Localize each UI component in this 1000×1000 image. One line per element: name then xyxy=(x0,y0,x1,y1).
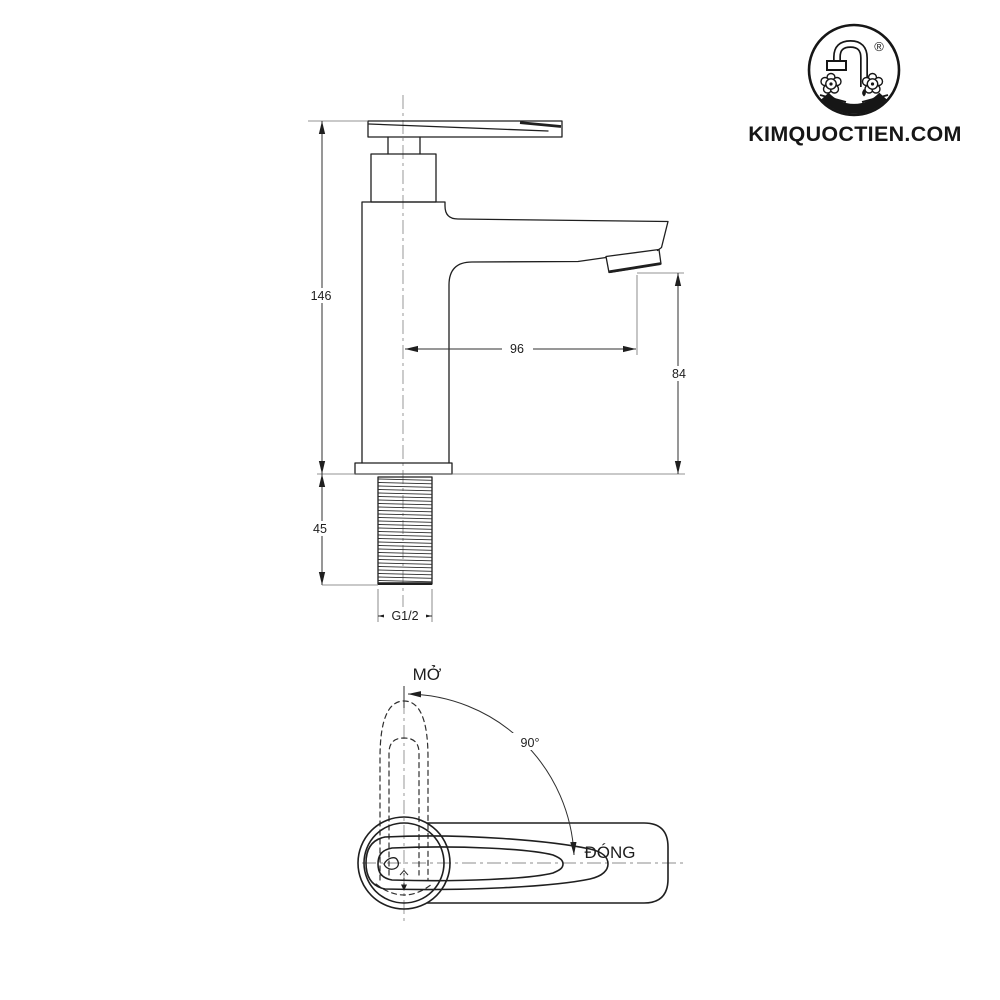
lever-inner-contour xyxy=(377,846,564,882)
pivot-center-marks xyxy=(383,857,409,891)
cartridge-block xyxy=(370,153,437,203)
faucet-side-view: 146 96 84 45 G1/2 xyxy=(303,95,694,623)
aerator-icon xyxy=(826,60,847,71)
base-flange xyxy=(354,462,453,475)
brand-logo: ® KIMQUOCTIEN.COM xyxy=(748,23,962,146)
dim-label-spout-reach: 96 xyxy=(510,342,524,356)
dim-label-total-height: 146 xyxy=(311,289,332,303)
brand-website-text: KIMQUOCTIEN.COM xyxy=(748,122,962,146)
handle-lever-side xyxy=(367,120,563,138)
dim-label-bg xyxy=(384,608,426,623)
dimension-spout-reach: 96 xyxy=(405,275,638,356)
faucet-top-view: 90° MỞ ĐÓNG xyxy=(357,665,683,921)
angle-label: 90° xyxy=(521,736,540,750)
logo-circle xyxy=(807,23,901,117)
dim-label-shank-length: 45 xyxy=(313,522,327,536)
close-label: ĐÓNG xyxy=(585,843,636,862)
dimension-total-height: 146 xyxy=(303,120,368,474)
open-label: MỞ xyxy=(413,665,442,684)
handle-stem xyxy=(387,136,421,155)
mini-arrow-down-head xyxy=(401,884,407,891)
dim-label-bg xyxy=(663,366,694,381)
dim-label-bg xyxy=(502,341,533,356)
registered-mark: ® xyxy=(874,39,884,54)
dimension-spout-height: 84 xyxy=(637,272,694,474)
handle-pivot-circles xyxy=(357,816,451,910)
rotation-arc: 90° xyxy=(403,686,577,856)
dimension-shank-length: 45 xyxy=(306,474,378,586)
angle-label-bg xyxy=(509,733,551,750)
dim-label-bg xyxy=(303,288,341,303)
basin-icon xyxy=(821,92,887,114)
faucet-logo-icon xyxy=(819,39,889,114)
flower-handle-icon xyxy=(861,72,884,94)
water-drop-mark-icon xyxy=(383,857,400,870)
spout-outlet xyxy=(605,248,662,274)
mini-arrow-up-chevron xyxy=(399,869,409,876)
faucet-body-spout xyxy=(361,201,669,464)
threaded-shank xyxy=(377,476,433,585)
dim-label-thread-size: G1/2 xyxy=(391,609,418,623)
dim-label-spout-height: 84 xyxy=(672,367,686,381)
flower-handle-icon xyxy=(820,72,842,94)
dim-label-bg xyxy=(306,521,337,536)
dimension-thread-size: G1/2 xyxy=(377,589,433,623)
